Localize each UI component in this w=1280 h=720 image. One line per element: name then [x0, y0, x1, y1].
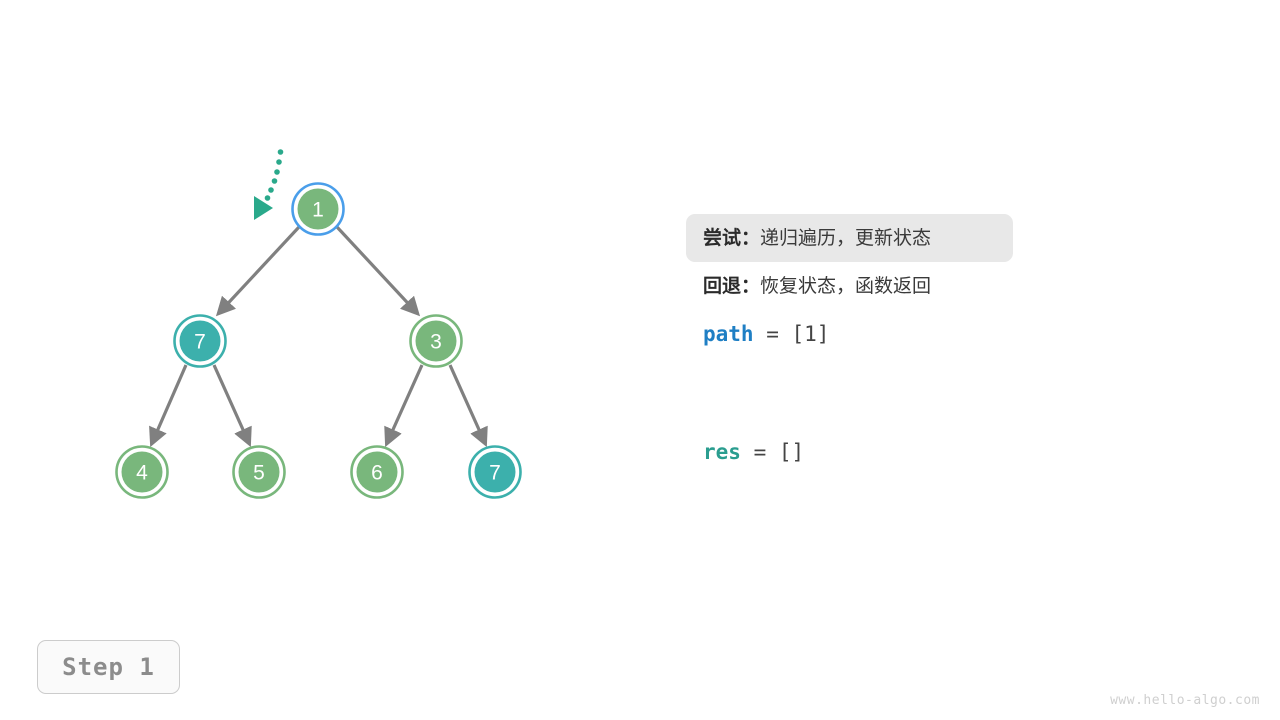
- panel-spacer: [686, 358, 1106, 428]
- edge-1-to-7: [215, 225, 301, 317]
- path-variable-name: path: [703, 322, 754, 346]
- tree-node-1-label: 1: [312, 199, 324, 222]
- state-info-panel: 尝试：递归遍历，更新状态 回退：恢复状态，函数返回 path = [1] res…: [686, 214, 1106, 476]
- edge-3-to-7r: [448, 364, 488, 448]
- info-row-backtrack: 回退：恢复状态，函数返回: [686, 262, 1106, 310]
- tree-node-7-right-label: 7: [489, 462, 501, 485]
- step-badge: Step 1: [37, 640, 180, 694]
- res-equals: =: [740, 440, 779, 464]
- binary-tree-diagram: 1 7 3 4 5: [115, 149, 522, 499]
- edge-7-to-5: [212, 364, 252, 448]
- step-badge-label: Step 1: [62, 653, 155, 681]
- tree-node-5[interactable]: 5: [232, 445, 286, 499]
- tree-node-4-label: 4: [136, 462, 148, 485]
- edge-3-to-6: [384, 364, 424, 448]
- tree-node-4[interactable]: 4: [115, 445, 169, 499]
- tree-node-7-right[interactable]: 7: [468, 445, 522, 499]
- info-try-text: 递归遍历，更新状态: [760, 227, 932, 249]
- edge-7-to-4: [149, 364, 188, 448]
- path-variable-value: [1]: [791, 322, 830, 346]
- path-variable-row: path = [1]: [686, 310, 1106, 358]
- watermark: www.hello-algo.com: [1110, 693, 1260, 708]
- tree-node-7-left-label: 7: [194, 331, 206, 354]
- info-backtrack-text: 恢复状态，函数返回: [760, 275, 932, 297]
- res-variable-name: res: [703, 440, 741, 464]
- tree-node-3-label: 3: [430, 331, 442, 354]
- tree-node-5-label: 5: [253, 462, 265, 485]
- path-equals: =: [753, 322, 792, 346]
- tree-node-3[interactable]: 3: [409, 314, 463, 368]
- tree-node-1[interactable]: 1: [291, 182, 345, 236]
- info-row-try: 尝试：递归遍历，更新状态: [686, 214, 1013, 262]
- tree-edges: [149, 225, 488, 448]
- tree-node-6-label: 6: [371, 462, 383, 485]
- recursion-pointer-icon: [254, 149, 284, 220]
- tree-node-7-left[interactable]: 7: [173, 314, 227, 368]
- tree-node-6[interactable]: 6: [350, 445, 404, 499]
- res-variable-value: []: [778, 440, 805, 464]
- edge-1-to-3: [335, 225, 421, 317]
- info-backtrack-key: 回退：: [703, 275, 761, 297]
- info-try-key: 尝试：: [703, 227, 761, 249]
- tree-nodes: 1 7 3 4 5: [115, 182, 522, 499]
- res-variable-row: res = []: [686, 428, 1106, 476]
